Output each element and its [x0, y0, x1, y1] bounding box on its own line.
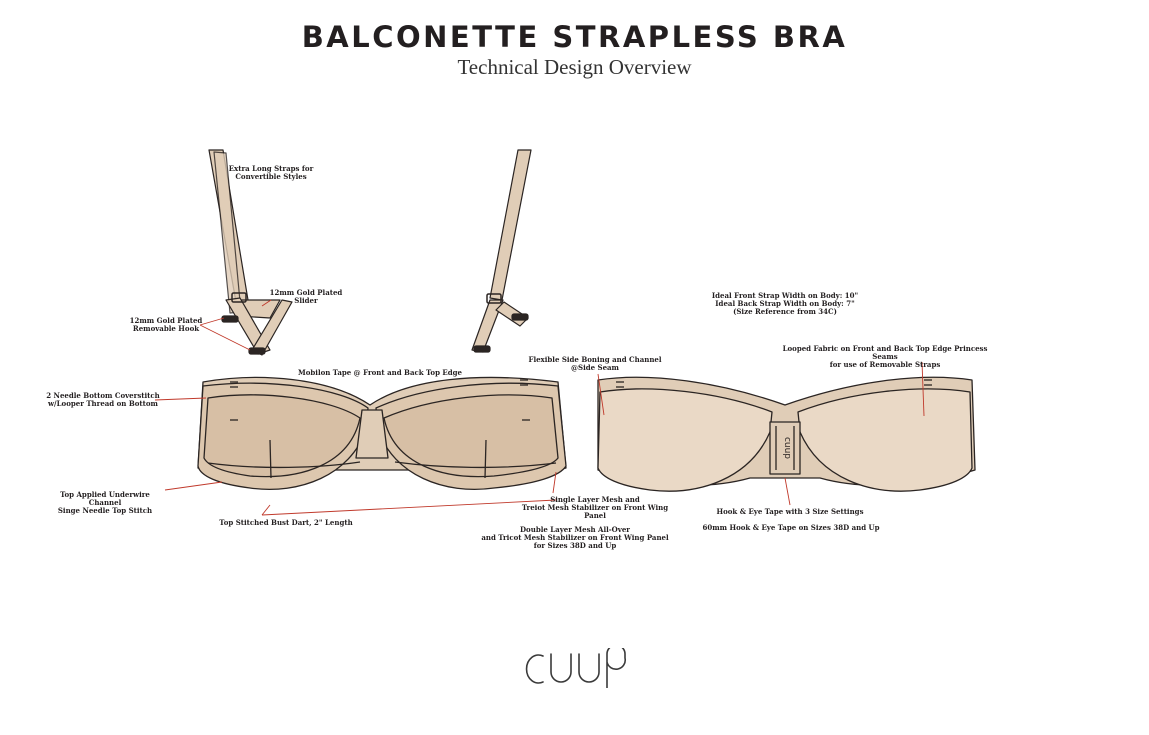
brand-logo — [525, 648, 627, 688]
page-title: BALCONETTE STRAPLESS BRA — [301, 20, 848, 54]
callout-straps: Extra Long Straps for Convertible Styles — [228, 164, 314, 181]
callout-lines — [154, 299, 925, 516]
svg-text:cuup: cuup — [782, 437, 792, 459]
callout-mobilon: Mobilon Tape @ Front and Back Top Edge — [297, 368, 463, 377]
callout-strap-width: Ideal Front Strap Width on Body: 10" Ide… — [711, 291, 859, 316]
callout-hook-eye-large: 60mm Hook & Eye Tape on Sizes 38D and Up — [702, 523, 880, 532]
front-view-bra — [197, 376, 567, 490]
callout-double-mesh: Double Layer Mesh All-Over and Tricot Me… — [481, 525, 669, 550]
back-view-bra: cuup — [597, 376, 976, 492]
callout-hook: 12mm Gold Plated Removable Hook — [129, 316, 203, 333]
callout-hook-eye: Hook & Eye Tape with 3 Size Settings — [716, 507, 864, 516]
callout-underwire: Top Applied Underwire Channel Singe Need… — [57, 490, 153, 515]
left-strap — [208, 149, 293, 356]
callout-slider: 12mm Gold Plated Slider — [269, 288, 343, 305]
callout-looped-fabric: Looped Fabric on Front and Back Top Edge… — [782, 344, 988, 369]
callout-boning: Flexible Side Boning and Channel @Side S… — [528, 355, 662, 372]
callout-single-mesh: Single Layer Mesh and Treiot Mesh Stabil… — [521, 495, 669, 520]
right-strap — [471, 149, 532, 353]
callout-dart: Top Stitched Bust Dart, 2" Length — [219, 518, 353, 527]
page-subtitle: Technical Design Overview — [457, 55, 692, 79]
callout-coverstitch: 2 Needle Bottom Coverstitch w/Looper Thr… — [46, 391, 160, 408]
